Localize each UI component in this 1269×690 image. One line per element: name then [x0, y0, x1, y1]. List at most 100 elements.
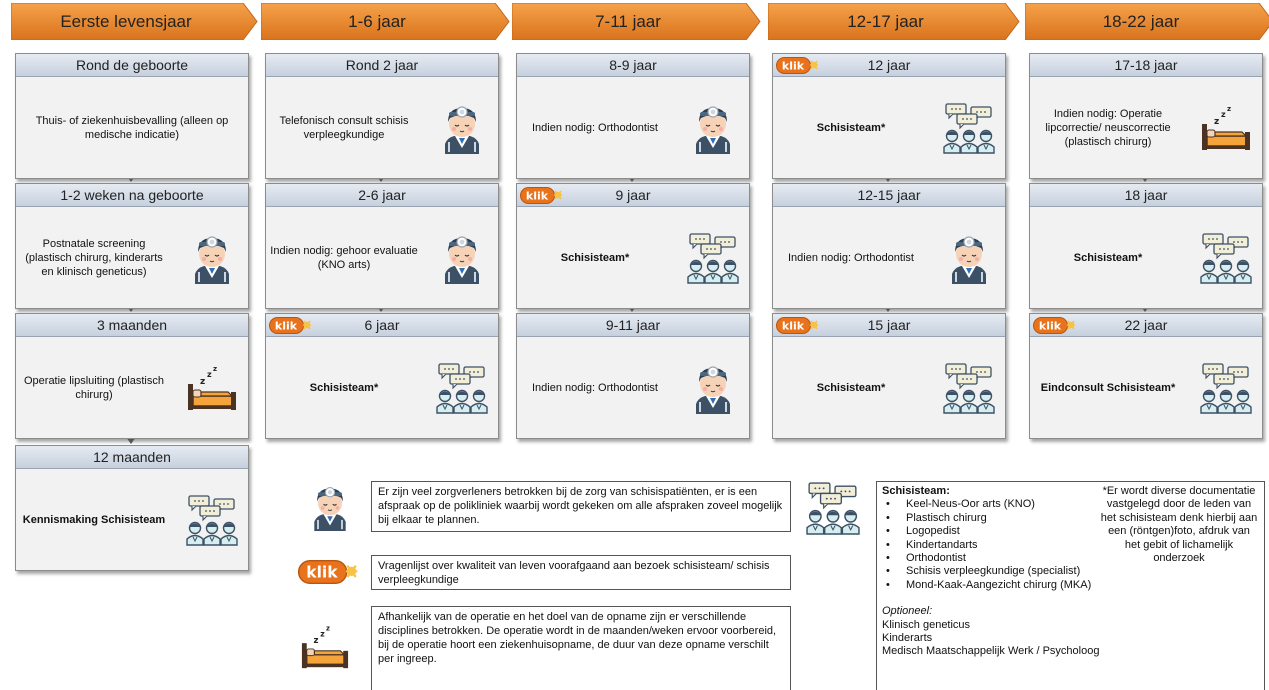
svg-text:z: z: [207, 370, 212, 379]
down-arrow: [125, 179, 137, 182]
card-title: 12 maanden: [16, 446, 248, 469]
card-title: klik 22 jaar: [1030, 314, 1262, 337]
card-title-text: 8-9 jaar: [609, 57, 657, 73]
legend-bed-text: Afhankelijk van de operatie en het doel …: [371, 606, 791, 690]
card-title-text: 12 jaar: [867, 57, 911, 73]
team-member: Orthodontist: [882, 552, 1259, 566]
down-arrow: [375, 309, 387, 312]
card-text: Thuis- of ziekenhuisbevalling (alleen op…: [35, 114, 229, 141]
down-arrow: [125, 439, 137, 444]
optional-member: Kinderarts: [882, 632, 933, 645]
card-title-text: 6 jaar: [364, 317, 400, 333]
card-title-text: 1-2 weken na geboorte: [60, 187, 204, 203]
team-icon: [687, 232, 739, 284]
card-text: Schisisteam*: [816, 381, 886, 394]
down-arrow: [626, 179, 638, 182]
card-title-text: 12 maanden: [93, 449, 171, 465]
card-title-text: 12-15 jaar: [857, 187, 921, 203]
svg-text:klik: klik: [306, 564, 338, 582]
card-text: Schisisteam*: [1073, 251, 1143, 264]
card-text: Indien nodig: Orthodontist: [532, 121, 658, 134]
klik-icon: klik: [1033, 317, 1077, 334]
legend-team-icon: [806, 481, 860, 535]
header-label: Eerste levensjaar: [60, 12, 192, 31]
card-title: klik 12 jaar: [773, 54, 1005, 77]
header-2: 1-6 jaar: [261, 3, 511, 40]
header-label: 12-17 jaar: [847, 12, 924, 31]
card-text: Indien nodig: Orthodontist: [532, 381, 658, 394]
card-text: Schisisteam*: [560, 251, 630, 264]
legend-doctor-text: Er zijn veel zorgverleners betrokken bij…: [371, 481, 791, 532]
card-title: 9-11 jaar: [517, 314, 749, 337]
team-icon: [943, 362, 995, 414]
doctor-icon: [943, 232, 995, 284]
schisisteam-heading: Schisisteam:: [882, 485, 950, 497]
card-title-text: 2-6 jaar: [358, 187, 406, 203]
svg-text:z: z: [1214, 117, 1219, 127]
card-text: Indien nodig: Orthodontist: [788, 251, 914, 264]
card-title-text: 9 jaar: [615, 187, 651, 203]
card-title: 18 jaar: [1030, 184, 1262, 207]
svg-text:z: z: [320, 629, 325, 638]
doctor-icon: [436, 232, 488, 284]
doctor-icon: [186, 232, 238, 284]
card-text: Indien nodig: Operatie lipcorrectie/ neu…: [1045, 107, 1171, 148]
legend-doctor-icon: [306, 483, 354, 531]
svg-text:z: z: [313, 636, 318, 646]
card-text: Schisisteam*: [816, 121, 886, 134]
doctor-icon: [436, 102, 488, 154]
card-text: Kennismaking Schisisteam: [22, 513, 166, 526]
klik-icon: klik: [776, 57, 820, 74]
down-arrow: [375, 179, 387, 182]
header-3: 7-11 jaar: [512, 3, 762, 40]
doctor-icon: [687, 102, 739, 154]
card-title-text: Rond de geboorte: [75, 57, 189, 73]
schisisteam-members: Keel-Neus-Oor arts (KNO)Plastisch chirur…: [882, 498, 1259, 592]
svg-text:z: z: [1227, 105, 1231, 113]
header-label: 18-22 jaar: [1102, 12, 1180, 31]
svg-text:z: z: [1221, 110, 1226, 119]
card-title-text: 17-18 jaar: [1114, 57, 1178, 73]
team-member: Kindertandarts: [882, 539, 1259, 553]
legend-klik-text: Vragenlijst over kwaliteit van leven voo…: [371, 555, 791, 590]
card-title: 3 maanden: [16, 314, 248, 337]
card-text: Eindconsult Schisisteam*: [1040, 381, 1176, 394]
team-icon: [186, 494, 238, 546]
header-1: Eerste levensjaar: [11, 3, 259, 40]
team-member: Plastisch chirurg: [882, 512, 1259, 526]
card-title: 8-9 jaar: [517, 54, 749, 77]
optional-member: Medisch Maatschappelijk Werk / Psycholoo…: [882, 645, 1100, 658]
svg-text:klik: klik: [275, 320, 298, 333]
card-title-text: 22 jaar: [1124, 317, 1168, 333]
team-member: Keel-Neus-Oor arts (KNO): [882, 498, 1259, 512]
card-title-text: 18 jaar: [1124, 187, 1168, 203]
svg-text:klik: klik: [782, 320, 805, 333]
down-arrow: [1139, 309, 1151, 312]
schisisteam-panel: Schisisteam: Keel-Neus-Oor arts (KNO)Pla…: [876, 481, 1265, 690]
svg-text:z: z: [326, 625, 330, 633]
team-member: Schisis verpleegkundige (specialist): [882, 565, 1259, 579]
optional-heading: Optioneel:: [882, 605, 933, 618]
card-text: Telefonisch consult schisis verpleegkund…: [279, 114, 409, 141]
card-title: klik 6 jaar: [266, 314, 498, 337]
card-title-text: Rond 2 jaar: [345, 57, 419, 73]
svg-text:z: z: [200, 377, 205, 387]
team-member: Logopedist: [882, 525, 1259, 539]
team-icon: [1200, 232, 1252, 284]
card-text: Operatie lipsluiting (plastisch chirurg): [23, 374, 164, 401]
